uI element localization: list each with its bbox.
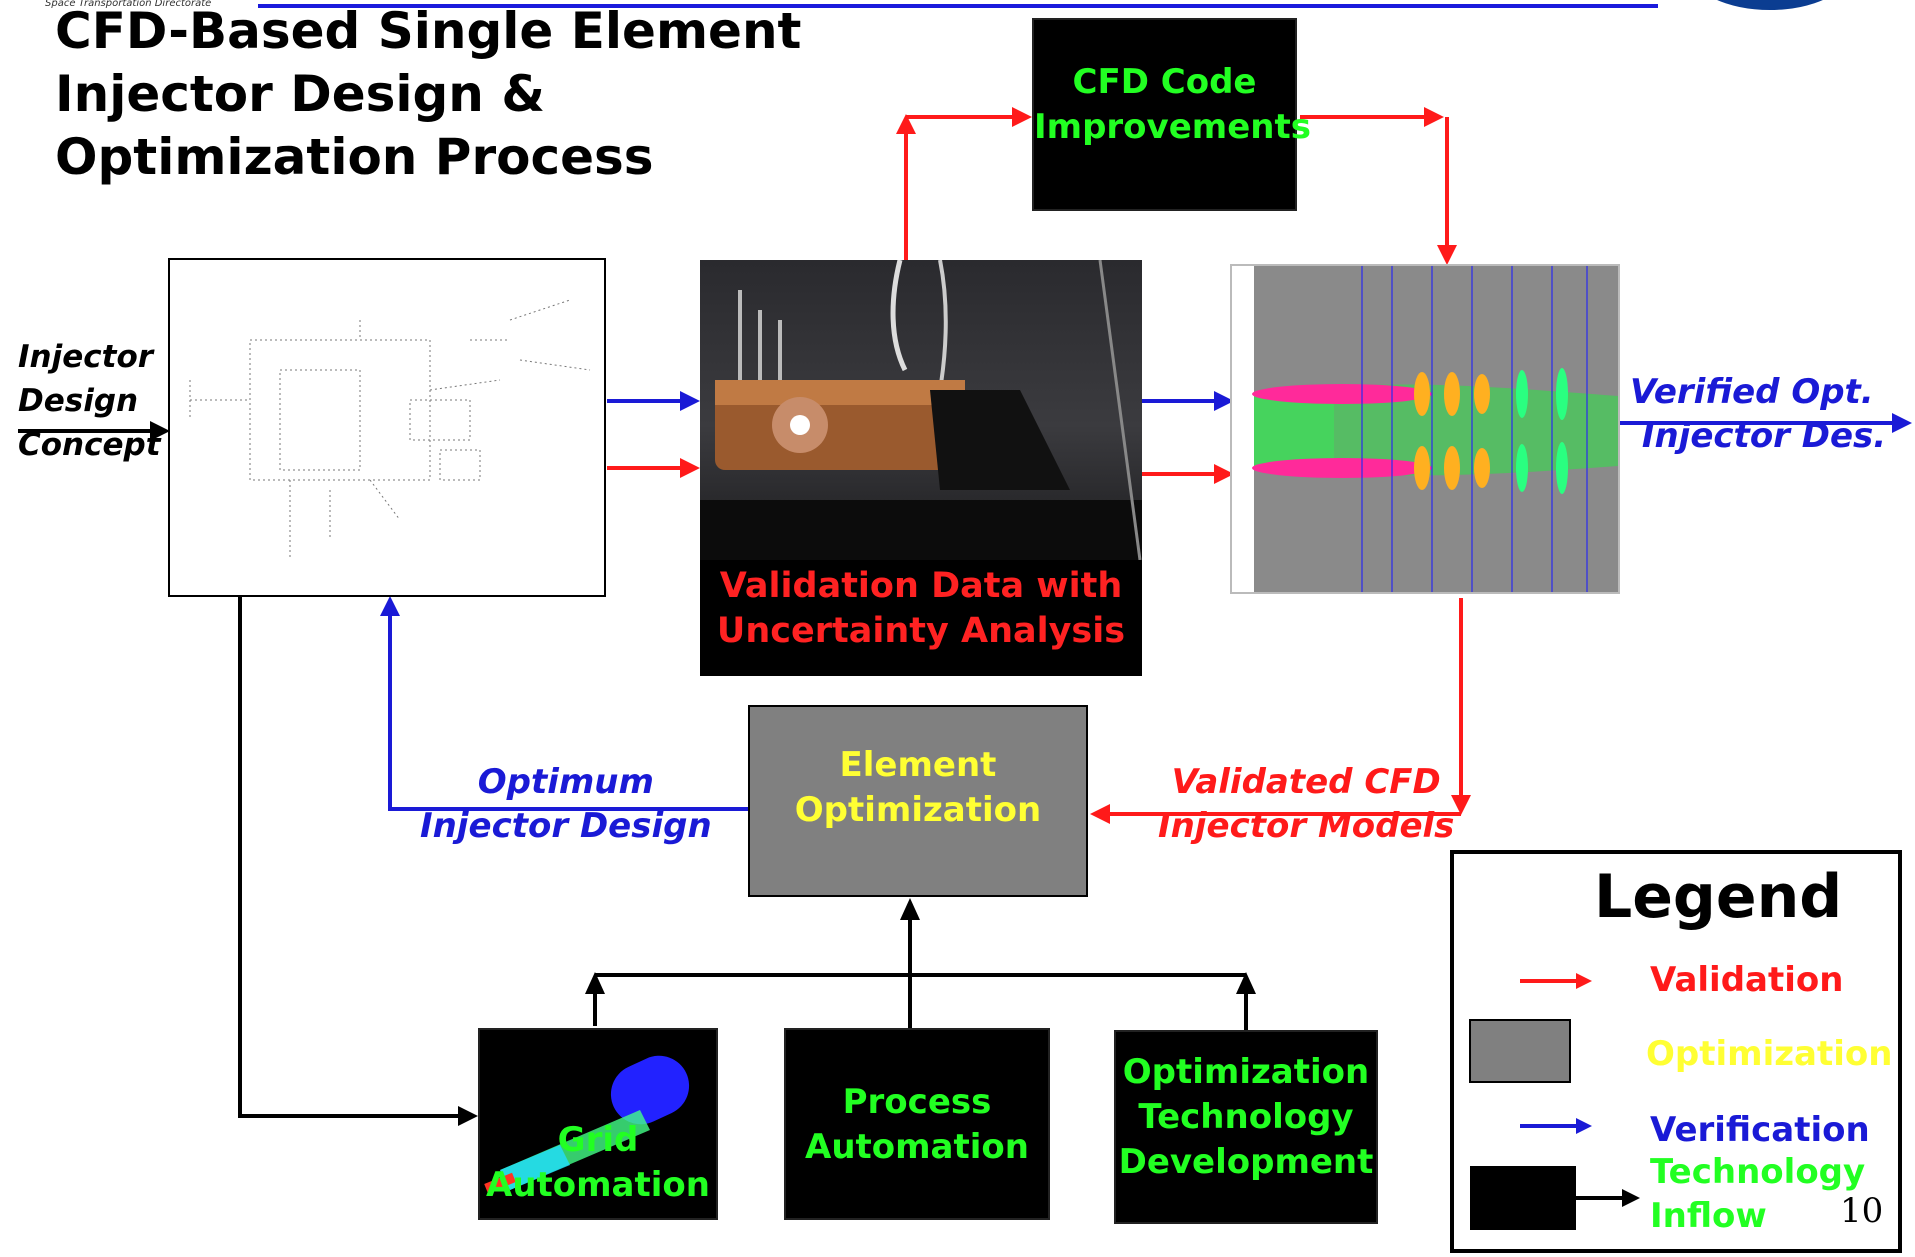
optimization-technology-box: Optimization Technology Development bbox=[1114, 1030, 1378, 1224]
grid-automation-box: Grid Automation bbox=[478, 1028, 718, 1220]
legend-title: Legend bbox=[1594, 862, 1843, 932]
arrowhead bbox=[585, 972, 605, 994]
process-automation-label: Process Automation bbox=[805, 1082, 1029, 1167]
header-rule bbox=[258, 4, 1658, 8]
arrowhead bbox=[680, 458, 700, 478]
engineering-drawing-image bbox=[168, 258, 606, 597]
technology-arrows bbox=[18, 421, 1256, 1126]
verification-arrows bbox=[380, 391, 1912, 811]
legend-swatches bbox=[1469, 973, 1640, 1230]
grid-automation-label: Grid Automation bbox=[486, 1120, 710, 1205]
validation-data-box: Validation Data with Uncertainty Analysi… bbox=[700, 560, 1142, 676]
arrowhead bbox=[1437, 245, 1457, 265]
drawing-icon bbox=[189, 299, 591, 560]
nasa-logo-icon bbox=[1690, 0, 1850, 10]
optimum-design-label: Optimum Injector Design bbox=[420, 762, 712, 846]
arrowhead bbox=[1236, 972, 1256, 994]
element-optimization-box: Element Optimization bbox=[748, 705, 1088, 897]
grid-icon bbox=[484, 1055, 690, 1194]
arrowhead bbox=[1424, 107, 1444, 127]
element-optimization-label: Element Optimization bbox=[794, 745, 1042, 830]
legend-technology-swatch bbox=[1470, 1166, 1576, 1230]
cfd-contour-image bbox=[1230, 264, 1620, 594]
injector-design-concept-label: Injector Design Concept bbox=[18, 339, 161, 463]
arrowhead bbox=[1214, 391, 1234, 411]
arrowhead bbox=[1012, 107, 1032, 127]
cfd-code-improvements-box: CFD Code Improvements bbox=[1032, 18, 1311, 211]
validation-arrows bbox=[607, 107, 1471, 824]
page-title: CFD-Based Single Element Injector Design… bbox=[55, 2, 802, 186]
arrowhead bbox=[380, 596, 400, 616]
arrowhead bbox=[1576, 973, 1592, 989]
arrow-drawing-to-grid bbox=[238, 596, 462, 1118]
cfd-code-improvements-label: CFD Code Improvements bbox=[1034, 62, 1311, 147]
legend-verification-label: Verification bbox=[1650, 1110, 1870, 1150]
arrowhead bbox=[1451, 795, 1471, 815]
legend-validation-label: Validation bbox=[1650, 960, 1844, 1000]
arrowhead bbox=[1214, 464, 1234, 484]
arrowhead bbox=[1576, 1118, 1592, 1134]
page-number: 10 bbox=[1840, 1191, 1884, 1231]
arrowhead bbox=[900, 898, 920, 920]
legend-optimization-label: Optimization bbox=[1646, 1034, 1893, 1074]
test-rig-photo bbox=[700, 260, 1142, 561]
verified-design-label: Verified Opt. Injector Des. bbox=[1630, 372, 1887, 456]
arrowhead bbox=[1892, 413, 1912, 433]
arrow-opt-to-drawing-blue bbox=[388, 612, 748, 811]
cfd-icon bbox=[1232, 266, 1618, 592]
photo-icon bbox=[700, 260, 1142, 561]
validation-data-label: Validation Data with Uncertainty Analysi… bbox=[716, 566, 1126, 651]
arrowhead bbox=[896, 114, 916, 134]
arrowhead bbox=[150, 421, 170, 441]
arrowhead bbox=[1622, 1189, 1640, 1207]
optimization-technology-label: Optimization Technology Development bbox=[1118, 1052, 1374, 1182]
arrowhead bbox=[680, 391, 700, 411]
arrowhead bbox=[1090, 804, 1110, 824]
legend-panel: Legend Validation Optimization Verificat… bbox=[1450, 850, 1902, 1253]
legend-technology-label: Technology Inflow bbox=[1650, 1152, 1866, 1236]
legend-optimization-swatch bbox=[1469, 1019, 1571, 1083]
arrowhead bbox=[458, 1106, 478, 1126]
directorate-label: Space Transportation Directorate bbox=[45, 0, 212, 9]
process-automation-box: Process Automation bbox=[784, 1028, 1050, 1220]
validated-models-label: Validated CFD Injector Models bbox=[1158, 762, 1455, 846]
